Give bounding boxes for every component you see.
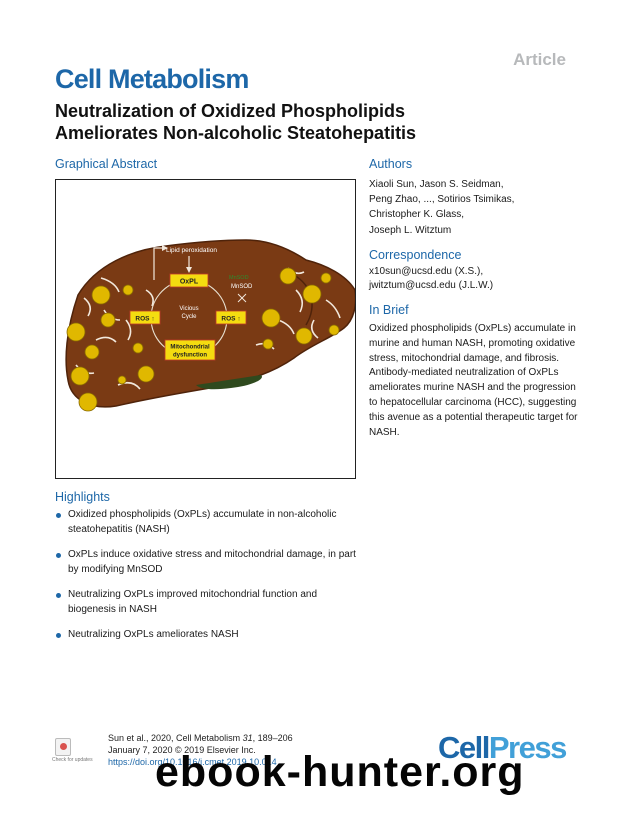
lipid-droplet <box>279 267 297 285</box>
ros-left-box <box>129 310 161 325</box>
highlight-item: Neutralizing OxPLs improved mitochondria… <box>55 588 365 617</box>
highlight-text: Neutralizing OxPLs improved mitochondria… <box>68 589 318 615</box>
crossmark-icon[interactable] <box>55 738 71 756</box>
citation-volume: 31 <box>242 733 253 743</box>
lipid-peroxidation-arrow <box>153 247 164 280</box>
highlights-list: Oxidized phospholipids (OxPLs) accumulat… <box>55 508 365 654</box>
citation-block: Sun et al., 2020, Cell Metabolism 31, 18… <box>108 733 293 768</box>
mito-label-line-1: Mitochondrial <box>170 345 210 351</box>
fibrosis-strand <box>325 299 341 319</box>
liver-illustration: Lipid peroxidation OxPL MnSOD MnSOD ROS … <box>65 239 355 412</box>
bullet-icon <box>56 513 61 518</box>
highlight-item: Neutralizing OxPLs ameliorates NASH <box>55 628 365 643</box>
fibrosis-strand <box>117 381 141 390</box>
citation-line: Sun et al., 2020, Cell Metabolism 31, 18… <box>108 733 293 745</box>
block-mark <box>237 293 247 303</box>
ros-left-label: ROS ↑ <box>135 316 154 323</box>
crossmark-dot <box>60 743 67 750</box>
fibrosis-strand <box>145 289 154 307</box>
lipid-droplet <box>70 366 90 386</box>
fibrosis-strand <box>100 277 120 293</box>
lipid-droplet <box>320 272 332 284</box>
citation-prefix: Sun et al., 2020, Cell Metabolism <box>108 733 243 743</box>
in-brief-heading: In Brief <box>369 303 409 317</box>
email-link[interactable]: jwitztum@ucsd.edu (J.L.W.) <box>369 279 494 291</box>
fibrosis-strand <box>125 319 132 341</box>
author-line: Xiaoli Sun, Jason S. Seidman, <box>369 179 504 190</box>
mnsod-modified-label: MnSOD <box>229 275 249 281</box>
authors-heading: Authors <box>369 157 413 171</box>
citation-pages: , 189–206 <box>252 733 293 743</box>
lipid-droplets <box>66 267 340 412</box>
highlight-item: Oxidized phospholipids (OxPLs) accumulat… <box>55 508 365 537</box>
highlight-item: OxPLs induce oxidative stress and mitoch… <box>55 548 365 577</box>
crossmark-label: Check for updates <box>52 757 93 763</box>
lipid-droplet <box>328 324 340 336</box>
bullet-icon <box>56 633 61 638</box>
journal-name: Cell Metabolism <box>55 64 249 94</box>
watermark-text: ebook-hunter.org <box>155 748 525 796</box>
correspondence-emails: x10sun@ucsd.edu (X.S.), jwitztum@ucsd.ed… <box>369 265 493 292</box>
mito-label-line-2: dysfunction <box>173 353 207 359</box>
logo-cell-text: Cell <box>438 730 490 765</box>
graphical-abstract-heading: Graphical Abstract <box>55 157 158 171</box>
author-line: Christopher K. Glass, <box>369 209 465 221</box>
fibrosis-strand <box>95 336 117 343</box>
lipid-droplet <box>122 284 134 296</box>
highlight-text: Neutralizing OxPLs ameliorates NASH <box>68 629 239 640</box>
mito-dysfunction-box <box>164 339 216 361</box>
arrowhead <box>162 245 168 251</box>
lipid-droplet <box>100 312 116 328</box>
lipid-droplet <box>302 284 322 304</box>
lipid-droplet <box>91 285 111 305</box>
fibrosis-strand <box>310 319 319 339</box>
lipid-droplet <box>84 344 100 360</box>
vicious-label: Vicious <box>179 306 198 312</box>
lipid-droplet <box>132 342 144 354</box>
arrowhead <box>186 267 192 273</box>
lipid-droplet <box>295 327 313 345</box>
author-list: Xiaoli Sun, Jason S. Seidman, Peng Zhao,… <box>369 177 569 238</box>
ros-right-box <box>215 310 247 325</box>
correspondence-heading: Correspondence <box>369 248 462 262</box>
vicious-cycle-diagram: Lipid peroxidation OxPL MnSOD MnSOD ROS … <box>129 245 253 361</box>
logo-press-text: Press <box>488 730 567 765</box>
ros-right-label: ROS ↑ <box>221 316 240 323</box>
cellpress-logo: CellPress <box>438 730 567 766</box>
bullet-icon <box>56 553 61 558</box>
highlight-text: OxPLs induce oxidative stress and mitoch… <box>68 549 356 575</box>
author-line: Peng Zhao, ..., Sotirios Tsimikas, <box>369 194 515 206</box>
oxpl-label: OxPL <box>180 279 199 286</box>
fibrosis-strand <box>83 297 92 317</box>
title-line-1: Neutralization of Oxidized Phospholipids <box>55 101 406 121</box>
email-link[interactable]: x10sun@ucsd.edu (X.S.), <box>369 266 484 277</box>
lipid-droplet <box>78 392 98 412</box>
doi-link[interactable]: https://doi.org/10.1016/j.cmet.2019.10.0… <box>108 756 277 767</box>
lipid-droplet <box>262 338 274 350</box>
highlights-heading: Highlights <box>55 490 110 504</box>
lipid-droplet <box>117 375 127 385</box>
author-line: Joseph L. Witztum <box>369 224 452 236</box>
lipid-droplet <box>66 322 86 342</box>
fibrosis-strand <box>295 289 304 313</box>
oxpl-box <box>169 273 209 288</box>
in-brief-text: Oxidized phospholipids (OxPLs) accumulat… <box>369 323 578 438</box>
highlight-text: Oxidized phospholipids (OxPLs) accumulat… <box>68 509 337 535</box>
mnsod-label: MnSOD <box>231 284 253 290</box>
bullet-icon <box>56 593 61 598</box>
article-type-label: Article <box>513 50 566 69</box>
lipid-peroxidation-label: Lipid peroxidation <box>166 247 217 254</box>
lipid-droplet <box>261 308 281 328</box>
graphical-abstract-figure: Lipid peroxidation OxPL MnSOD MnSOD ROS … <box>55 179 356 479</box>
lipid-droplet <box>137 365 155 383</box>
title-line-2: Ameliorates Non-alcoholic Steatohepatiti… <box>55 123 417 143</box>
gallbladder <box>196 375 262 390</box>
citation-date: January 7, 2020 © 2019 Elsevier Inc. <box>108 744 256 755</box>
cycle-label: Cycle <box>181 314 197 320</box>
article-title: Neutralization of Oxidized Phospholipids… <box>55 100 575 144</box>
